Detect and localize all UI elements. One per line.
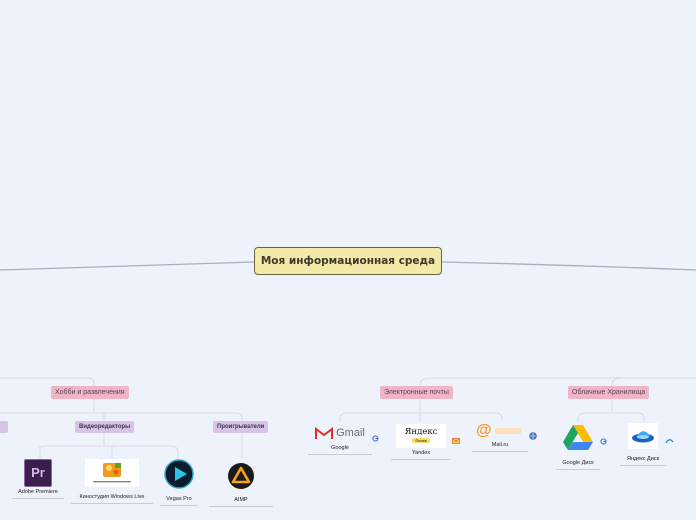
yandex-mail-badge: Почта bbox=[412, 438, 430, 443]
yandex-disk-ufo-icon bbox=[628, 423, 658, 449]
leaf-vegas-pro[interactable]: Vegas Pro bbox=[160, 459, 198, 506]
gmail-logo: Gmail bbox=[308, 423, 372, 443]
mailru-logo-bar bbox=[494, 428, 521, 434]
leaf-kinostudia-label: Киностудия Windows Live bbox=[79, 494, 145, 500]
central-topic-title: Моя информационная среда bbox=[260, 255, 436, 267]
leaf-underline bbox=[209, 506, 273, 507]
leaf-underline bbox=[472, 451, 528, 452]
google-icon bbox=[600, 438, 607, 445]
subtopic-video-editors-label: Видеоредакторы bbox=[79, 424, 131, 430]
leaf-aimp[interactable]: AIMP bbox=[209, 462, 273, 507]
topic-hobby-label: Хобби и развлечения bbox=[55, 389, 125, 396]
globe-icon bbox=[529, 432, 537, 440]
leaf-underline bbox=[391, 459, 451, 460]
google-icon bbox=[372, 435, 379, 442]
leaf-gmail-label: Google bbox=[331, 445, 349, 451]
leaf-google-drive-label: Google Диск bbox=[562, 460, 594, 466]
connector-right bbox=[441, 261, 696, 271]
central-topic[interactable]: Моя информационная среда bbox=[254, 247, 442, 275]
aimp-logo-icon bbox=[227, 462, 255, 490]
vegas-play-icon bbox=[164, 459, 194, 489]
leaf-underline bbox=[308, 454, 372, 455]
mail-envelope-icon bbox=[452, 438, 460, 444]
leaf-vegas-pro-label: Vegas Pro bbox=[166, 496, 192, 502]
leaf-underline bbox=[160, 505, 198, 506]
topic-hobby[interactable]: Хобби и развлечения bbox=[51, 386, 129, 399]
adobe-premiere-logo-icon: Pr bbox=[24, 459, 52, 487]
leaf-yandex-disk[interactable]: Яндекс Диск bbox=[620, 423, 666, 466]
adobe-premiere-logo-text: Pr bbox=[31, 465, 45, 480]
topic-cloud-label: Облачные Хранилища bbox=[572, 389, 646, 396]
gmail-logo-text: Gmail bbox=[336, 427, 365, 439]
subtopic-players-label: Проигрыватели bbox=[217, 424, 265, 430]
leaf-underline bbox=[71, 503, 153, 504]
leaf-adobe-premiere-label: Adobe Premiere bbox=[18, 489, 58, 495]
leaf-adobe-premiere[interactable]: Pr Adobe Premiere bbox=[12, 459, 64, 499]
yandex-disk-small-icon bbox=[665, 439, 674, 444]
connector-left bbox=[0, 261, 255, 271]
topic-email[interactable]: Электронные почты bbox=[380, 386, 453, 399]
leaf-gmail[interactable]: Gmail Google bbox=[308, 423, 372, 455]
topic-email-label: Электронные почты bbox=[384, 389, 449, 396]
topic-cloud[interactable]: Облачные Хранилища bbox=[568, 386, 650, 399]
leaf-yandex-mail[interactable]: Яндекс Почта Yandex bbox=[391, 424, 451, 460]
leaf-google-drive[interactable]: Google Диск bbox=[556, 423, 600, 470]
subtopic-video-editors[interactable]: Видеоредакторы bbox=[75, 421, 135, 433]
leaf-underline bbox=[556, 469, 600, 470]
leaf-yandex-mail-label: Yandex bbox=[411, 450, 431, 456]
mailru-at-icon: @ bbox=[476, 422, 492, 439]
leaf-mailru[interactable]: @ Mail.ru bbox=[472, 422, 528, 452]
mailru-logo: @ bbox=[472, 422, 528, 440]
leaf-aimp-label: AIMP bbox=[234, 497, 248, 503]
leaf-kinostudia[interactable]: Киностудия Windows Live bbox=[71, 459, 153, 504]
subtopic-players[interactable]: Проигрыватели bbox=[213, 421, 269, 433]
google-drive-icon bbox=[562, 423, 594, 453]
film-reel-icon bbox=[85, 459, 139, 487]
leaf-mailru-label: Mail.ru bbox=[491, 442, 509, 448]
gmail-envelope-icon bbox=[315, 426, 334, 439]
leaf-underline bbox=[620, 465, 666, 466]
leaf-underline bbox=[12, 498, 64, 499]
leaf-yandex-disk-label: Яндекс Диск bbox=[627, 456, 659, 462]
yandex-mail-logo: Яндекс Почта bbox=[396, 424, 446, 448]
subtopic-offscreen[interactable] bbox=[0, 421, 8, 433]
yandex-logo-text: Яндекс bbox=[404, 427, 438, 437]
